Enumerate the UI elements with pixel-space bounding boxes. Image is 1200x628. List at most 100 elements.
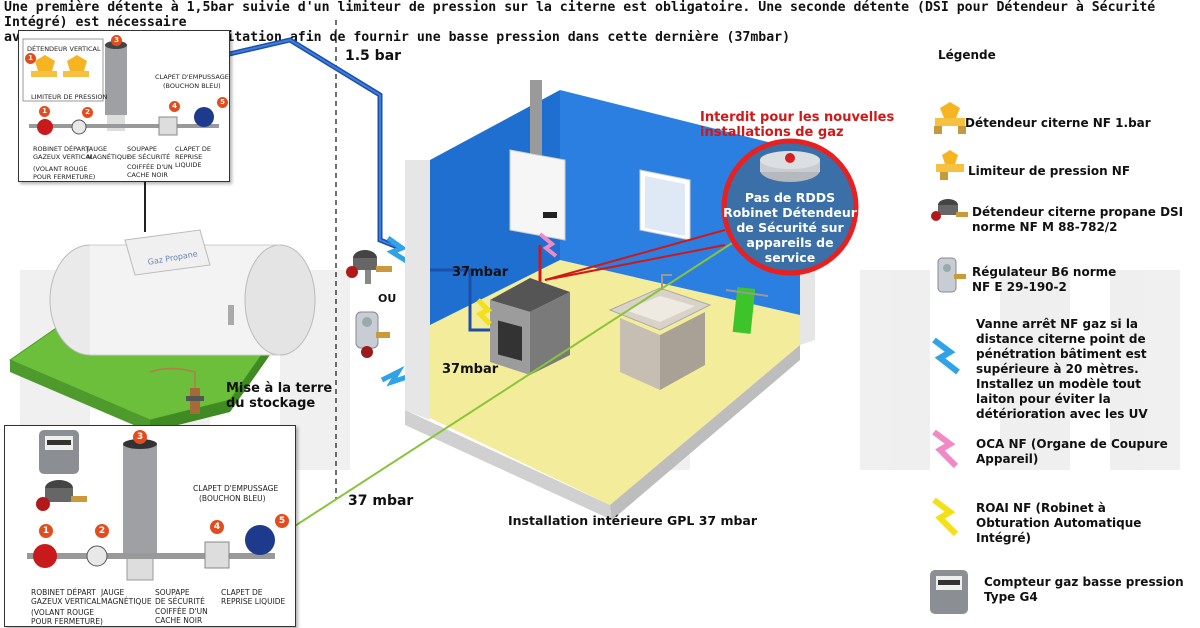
legend-icon-dsi — [931, 199, 968, 221]
fitting-number: 5 — [217, 97, 228, 108]
label-jauge-2: magnétique — [87, 153, 131, 161]
label-soupape: Soupape — [155, 588, 190, 597]
label-clapet-2: (bouchon bleu) — [163, 82, 221, 90]
legend-item-compteur: Compteur gaz basse pression Type G4 — [984, 575, 1184, 604]
label-robinet: Robinet départ — [33, 145, 90, 153]
label-jauge: Jauge — [101, 588, 125, 597]
forbidden-label-1: Interdit pour les nouvelles — [700, 110, 895, 125]
rdds-callout-text: Pas de RDDS Robinet Détendeur de Sécurit… — [723, 190, 857, 265]
label-coiffe-2: cache noir — [155, 616, 203, 625]
tank-group: Gaz Propane — [8, 180, 316, 432]
label-clapet: Clapet d'empussage — [193, 484, 279, 493]
fitting-number: 2 — [95, 524, 109, 538]
fitting-number: 4 — [210, 520, 224, 534]
legend-icon-detendeur — [934, 102, 966, 134]
fitting-number: 4 — [169, 101, 180, 112]
label-clapet: Clapet d'empussage — [155, 73, 229, 81]
robinet-icon — [37, 119, 53, 135]
meter-icon — [39, 430, 79, 474]
label-robinet-2: gazeux vertical — [33, 153, 94, 161]
legend-item-vanne: Vanne arrêt NF gaz si la distance citern… — [976, 317, 1148, 421]
label-reprise-2: reprise liquide — [221, 597, 286, 606]
legend-icon-roai — [932, 497, 959, 537]
outdoor-pipe-green — [249, 224, 761, 556]
legend-icon-compteur — [930, 570, 968, 614]
label-jauge-2: magnétique — [101, 597, 152, 606]
label-soupape-2: de sécurité — [127, 153, 171, 161]
fitting-number: 5 — [275, 514, 289, 528]
legend-item-b6: Régulateur B6 norme NF E 29-190-2 — [972, 265, 1117, 294]
fitting-number: 1 — [39, 106, 50, 117]
jauge-icon — [86, 545, 108, 567]
label-coiffe: Coiffée d'un — [127, 163, 173, 171]
callout-line — [544, 229, 726, 281]
pressure-label-1-5bar: 1.5 bar — [345, 48, 402, 64]
jauge-icon — [71, 119, 87, 135]
intro-line-1: Une première détente à 1,5bar suivie d'u… — [4, 0, 1156, 30]
legend-icon-vanne — [932, 337, 960, 375]
rdds-callout-circle — [721, 138, 859, 276]
label-robinet-2: gazeux vertical — [31, 597, 101, 606]
soupape-icon — [105, 41, 127, 131]
oca-icon — [538, 232, 558, 258]
fitting-number: 1 — [25, 53, 36, 64]
tank-fittings-panel-top: 1 3 1 2 4 5 Détendeur vertical Limiteur … — [18, 30, 230, 182]
label-robinet-4: pour fermeture) — [33, 173, 96, 181]
pressure-label-37mbar: 37 mbar — [348, 493, 414, 509]
legend-icon-oca — [932, 429, 959, 469]
label-reprise: Clapet de — [221, 588, 263, 597]
house — [405, 90, 815, 520]
diagram-caption: Installation intérieure GPL 37 mbar — [508, 513, 758, 528]
legend-icon-limiteur — [936, 150, 964, 180]
reprise-icon — [158, 116, 178, 136]
label-37mbar-upper: 37mbar — [452, 265, 509, 280]
label-robinet-3: (volant rouge — [33, 165, 88, 173]
rdds-icon — [760, 151, 820, 182]
boiler — [509, 80, 566, 241]
ground-label-2: du stockage — [226, 396, 316, 411]
label-reprise: Clapet de — [175, 145, 211, 153]
fitting-number: 1 — [39, 524, 53, 538]
clapet-icon — [245, 525, 275, 555]
dsi-regulator-icon — [36, 480, 87, 511]
tank-fittings-panel-bottom: 3 1 2 4 5 Clapet d'empussage (bouchon bl… — [4, 425, 296, 627]
legend-item-detendeur: Détendeur citerne NF 1.bar — [965, 116, 1151, 130]
legend-item-roai: ROAI NF (Robinet à Obturation Automatiqu… — [976, 501, 1142, 545]
ground-rod — [149, 367, 204, 414]
ground-label-1: Mise à la terre — [226, 381, 333, 396]
legend-icon-b6 — [937, 257, 966, 293]
legend-item-dsi: Détendeur citerne propane DSI norme NF M… — [972, 205, 1184, 234]
label-reprise-2: reprise liquide — [175, 153, 203, 169]
label-limiteur: Limiteur de pression — [31, 93, 108, 101]
sink — [608, 274, 712, 390]
fitting-number: 2 — [82, 107, 93, 118]
label-soupape: Soupape — [127, 145, 157, 153]
shutoff-valve-icon — [380, 235, 411, 387]
indoor-pipe-blue — [430, 268, 490, 332]
label-coiffe: Coiffée d'un — [155, 607, 208, 616]
clapet-icon — [194, 107, 214, 127]
dsi-regulator-icon — [346, 250, 392, 284]
fitting-number: 3 — [111, 35, 122, 46]
robinet-icon — [33, 544, 57, 568]
label-robinet-3: (volant rouge — [31, 608, 95, 617]
supply-pipe — [224, 37, 401, 251]
label-clapet-2: (bouchon bleu) — [199, 494, 266, 503]
label-jauge: Jauge — [87, 145, 108, 153]
label-ou: OU — [378, 292, 397, 305]
legend-item-oca: OCA NF (Organe de Coupure Appareil) — [976, 437, 1168, 466]
forbidden-label-2: installations de gaz — [700, 125, 844, 140]
roai-icon — [475, 298, 493, 326]
fitting-number: 3 — [133, 430, 147, 444]
b6-regulator-icon — [355, 311, 390, 358]
reprise-icon — [204, 541, 230, 569]
detendeur-vertical-icon — [31, 55, 89, 77]
label-robinet-4: pour fermeture) — [31, 617, 103, 626]
label-37mbar-lower: 37mbar — [442, 362, 499, 377]
label-detendeur-vertical: Détendeur vertical — [27, 45, 101, 53]
label-soupape-2: de sécurité — [155, 597, 205, 606]
legend-item-limiteur: Limiteur de pression NF — [968, 164, 1131, 178]
label-coiffe-2: cache noir — [127, 171, 168, 179]
soupape-icon — [123, 439, 157, 581]
